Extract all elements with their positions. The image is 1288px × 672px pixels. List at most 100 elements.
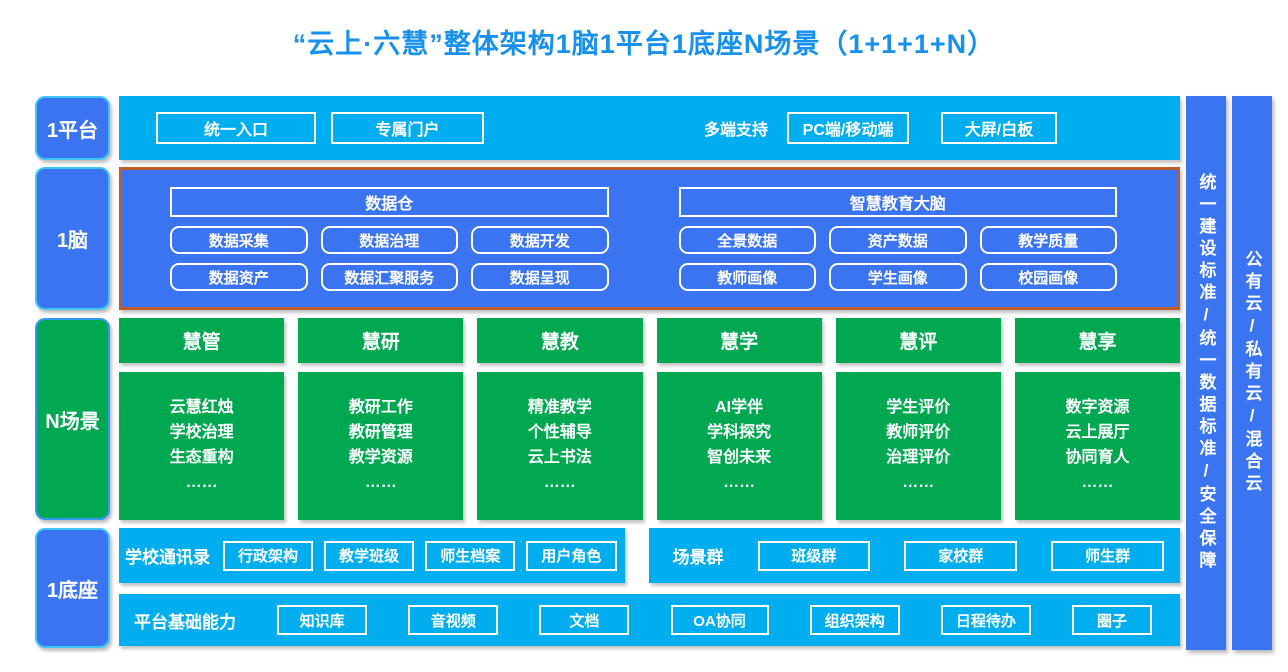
document-box: 文档 (539, 605, 630, 635)
data-warehouse-grid: 数据采集 数据治理 数据开发 数据资产 数据汇聚服务 数据呈现 (170, 226, 609, 291)
platform-row: 1平台 统一入口 专属门户 多端支持 PC端/移动端 大屏/白板 (35, 96, 1180, 160)
scene-header: 慧教 (477, 318, 643, 363)
teaching-quality-box: 教学质量 (979, 226, 1117, 254)
home-school-group-box: 家校群 (904, 540, 1018, 571)
scene-groups-title: 场景群 (672, 548, 724, 567)
asset-data-box: 资产数据 (829, 226, 967, 254)
scene-body: 学生评价 教师评价 治理评价 …… (835, 372, 1001, 520)
scene-header: 慧评 (835, 318, 1001, 363)
oa-collaboration-box: OA协同 (670, 605, 769, 635)
class-group-box: 班级群 (757, 540, 871, 571)
scene-item: 教学资源 (348, 449, 413, 466)
scene-item: 智创未来 (707, 449, 772, 466)
scene-item: 教研工作 (348, 399, 413, 417)
scene-item: 云慧红烛 (169, 399, 234, 417)
standards-security-bar: 统一建设标准/统一数据标准/安全保障 (1186, 96, 1226, 650)
scenes-row: N场景 慧管 云慧红烛 学校治理 生态重构 …… 慧研 教研工作 教研管理 教学… (35, 318, 1181, 520)
unified-entry-box: 统一入口 (156, 112, 316, 144)
scene-item: 个性辅导 (527, 424, 592, 442)
scene-item-ellipsis: …… (902, 473, 935, 491)
circle-box: 圈子 (1071, 605, 1152, 635)
scene-body: 数字资源 云上展厅 协同育人 …… (1014, 372, 1181, 520)
exclusive-portal-box: 专属门户 (331, 112, 484, 144)
edu-brain-grid: 全景数据 资产数据 教学质量 教师画像 学生画像 校园画像 (678, 226, 1117, 291)
scene-col-huiping: 慧评 学生评价 教师评价 治理评价 …… (835, 318, 1001, 520)
scene-item: 云上书法 (527, 449, 592, 466)
base-row-label: 1底座 (35, 528, 110, 648)
edu-brain-header: 智慧教育大脑 (678, 187, 1117, 217)
scene-col-huiguan: 慧管 云慧红烛 学校治理 生态重构 …… (119, 318, 285, 520)
org-structure-box: 组织架构 (809, 605, 900, 635)
scene-item: 云上展厅 (1065, 424, 1130, 442)
scene-body: 教研工作 教研管理 教学资源 …… (298, 372, 464, 520)
brain-row-label: 1脑 (35, 167, 110, 310)
scene-item: 教研管理 (348, 424, 413, 442)
data-develop-box: 数据开发 (471, 226, 609, 254)
brain-row: 1脑 数据仓 数据采集 数据治理 数据开发 数据资产 数据汇聚服务 数据呈现 智… (35, 167, 1180, 310)
scenes-area: 慧管 云慧红烛 学校治理 生态重构 …… 慧研 教研工作 教研管理 教学资源 …… (119, 318, 1181, 520)
school-contacts-title: 学校通讯录 (125, 548, 210, 567)
scene-header: 慧研 (298, 318, 464, 363)
data-governance-box: 数据治理 (320, 226, 458, 254)
scene-item: AI学伴 (715, 399, 764, 417)
scene-body: 精准教学 个性辅导 云上书法 …… (477, 372, 643, 520)
scene-item-ellipsis: …… (185, 473, 218, 491)
audio-video-box: 音视频 (408, 605, 499, 635)
base-top-row: 学校通讯录 行政架构 教学班级 师生档案 用户角色 场景群 班级群 家校群 师生… (119, 528, 1180, 583)
data-aggregation-box: 数据汇聚服务 (320, 263, 458, 291)
brain-box: 数据仓 数据采集 数据治理 数据开发 数据资产 数据汇聚服务 数据呈现 智慧教育… (119, 167, 1180, 310)
scene-header: 慧管 (119, 318, 285, 363)
scene-item: 学科探究 (707, 424, 772, 442)
scene-item: 学生评价 (886, 399, 951, 417)
student-profile-box: 学生画像 (829, 263, 967, 291)
data-present-box: 数据呈现 (471, 263, 609, 291)
teaching-class-box: 教学班级 (324, 540, 415, 571)
scene-body: AI学伴 学科探究 智创未来 …… (656, 372, 822, 520)
scene-item: 协同育人 (1065, 449, 1130, 466)
scene-item: 精准教学 (527, 399, 592, 417)
scenes-row-label: N场景 (35, 318, 110, 520)
scene-col-huijiao: 慧教 精准教学 个性辅导 云上书法 …… (477, 318, 643, 520)
teacher-student-archive-box: 师生档案 (425, 540, 516, 571)
admin-structure-box: 行政架构 (223, 540, 314, 571)
school-contacts-bar: 学校通讯录 行政架构 教学班级 师生档案 用户角色 (119, 528, 625, 583)
platform-bar: 统一入口 专属门户 多端支持 PC端/移动端 大屏/白板 (119, 96, 1180, 160)
bigscreen-whiteboard-box: 大屏/白板 (941, 112, 1058, 144)
scene-item: 数字资源 (1065, 399, 1130, 417)
campus-profile-box: 校园画像 (979, 263, 1117, 291)
base-row: 1底座 学校通讯录 行政架构 教学班级 师生档案 用户角色 场景群 班级群 家校… (35, 528, 1180, 648)
platform-row-label: 1平台 (35, 96, 110, 160)
scene-item: 治理评价 (886, 449, 951, 466)
platform-capability-bar: 平台基础能力 知识库 音视频 文档 OA协同 组织架构 日程待办 圈子 (119, 594, 1180, 646)
data-collect-box: 数据采集 (170, 226, 308, 254)
user-role-box: 用户角色 (526, 540, 617, 571)
scene-item: 学校治理 (169, 424, 234, 442)
knowledge-base-box: 知识库 (277, 605, 368, 635)
platform-capability-title: 平台基础能力 (134, 612, 236, 632)
scene-item-ellipsis: …… (364, 473, 397, 491)
edu-brain-group: 智慧教育大脑 全景数据 资产数据 教学质量 教师画像 学生画像 校园画像 (678, 187, 1117, 307)
scene-col-huiyan: 慧研 教研工作 教研管理 教学资源 …… (298, 318, 464, 520)
panorama-data-box: 全景数据 (678, 226, 816, 254)
base-area: 学校通讯录 行政架构 教学班级 师生档案 用户角色 场景群 班级群 家校群 师生… (119, 528, 1180, 648)
cloud-types-bar: 公有云/私有云/混合云 (1232, 96, 1272, 650)
data-warehouse-group: 数据仓 数据采集 数据治理 数据开发 数据资产 数据汇聚服务 数据呈现 (170, 187, 609, 307)
teacher-student-group-box: 师生群 (1051, 540, 1164, 571)
scene-item-ellipsis: …… (723, 473, 756, 491)
scene-item: 生态重构 (169, 449, 234, 466)
scene-item-ellipsis: …… (543, 473, 576, 491)
scene-item: 教师评价 (886, 424, 951, 442)
multi-support-label: 多端支持 (704, 122, 769, 139)
scene-header: 慧学 (656, 318, 822, 363)
scene-item-ellipsis: …… (1081, 473, 1114, 491)
page-title: “云上·六慧”整体架构1脑1平台1底座N场景（1+1+1+N） (292, 29, 996, 59)
pc-mobile-box: PC端/移动端 (787, 112, 910, 144)
scene-groups-bar: 场景群 班级群 家校群 师生群 (648, 528, 1180, 583)
scene-col-huixiang: 慧享 数字资源 云上展厅 协同育人 …… (1014, 318, 1181, 520)
scene-body: 云慧红烛 学校治理 生态重构 …… (119, 372, 285, 520)
data-asset-box: 数据资产 (170, 263, 308, 291)
teacher-profile-box: 教师画像 (678, 263, 816, 291)
data-warehouse-header: 数据仓 (170, 187, 609, 217)
scene-header: 慧享 (1014, 318, 1181, 363)
scene-col-huixue: 慧学 AI学伴 学科探究 智创未来 …… (656, 318, 822, 520)
